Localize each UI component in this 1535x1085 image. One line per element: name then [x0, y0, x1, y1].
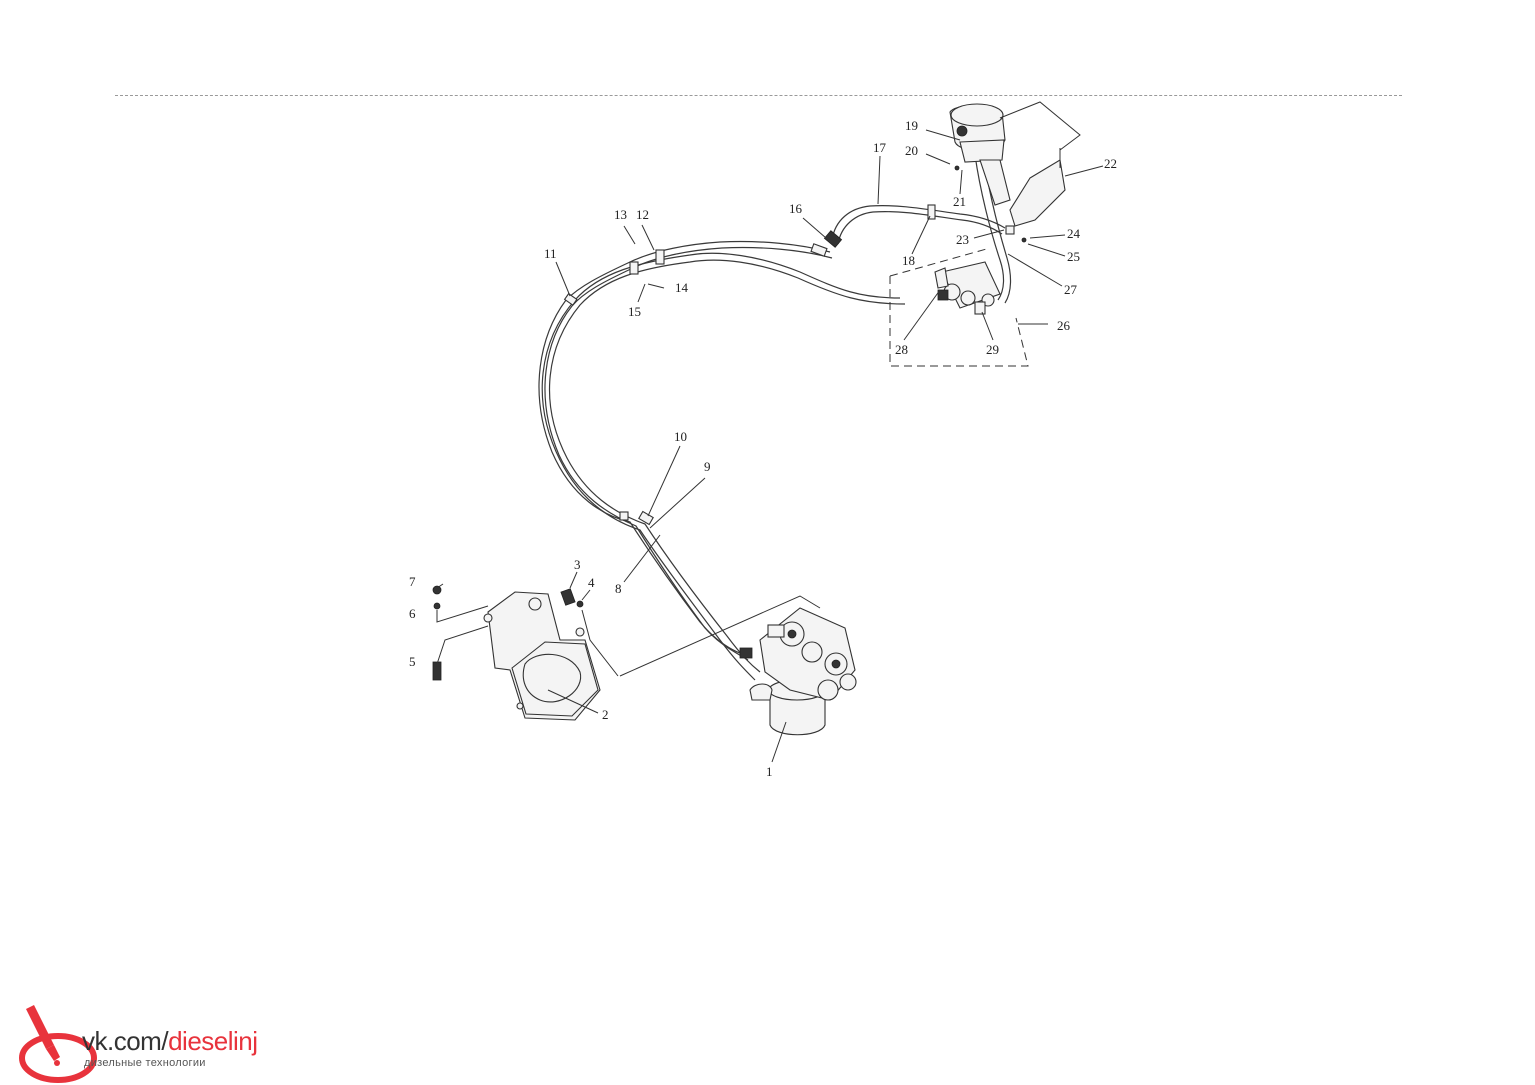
- label-part-7: 7: [409, 574, 416, 589]
- hose-lines: [538, 151, 1012, 681]
- label-part-8: 8: [615, 581, 622, 596]
- label-part-20: 20: [905, 143, 918, 158]
- fitting-16: [810, 230, 843, 257]
- label-part-19: 19: [905, 118, 918, 133]
- dieselinj-logo: [19, 1005, 97, 1083]
- part-labels: 1 2 3 4 5 6 7 8 9 10 11 12 13 14 15 16 1…: [409, 118, 1117, 779]
- valve-assembly: [889, 247, 1029, 367]
- label-part-23: 23: [956, 232, 969, 247]
- label-part-18: 18: [902, 253, 915, 268]
- label-part-15: 15: [628, 304, 641, 319]
- label-part-17: 17: [873, 140, 887, 155]
- label-part-6: 6: [409, 606, 416, 621]
- label-part-22: 22: [1104, 156, 1117, 171]
- label-part-16: 16: [789, 201, 803, 216]
- label-part-2: 2: [602, 707, 609, 722]
- watermark-site-name: dieselinj: [168, 1026, 258, 1056]
- label-part-25: 25: [1067, 249, 1080, 264]
- label-part-11: 11: [544, 246, 557, 261]
- label-part-13: 13: [614, 207, 627, 222]
- label-part-26: 26: [1057, 318, 1071, 333]
- label-part-9: 9: [704, 459, 711, 474]
- steering-gear: [619, 595, 857, 736]
- watermark-site[interactable]: vk.com/dieselinj: [82, 1026, 258, 1057]
- label-part-14: 14: [675, 280, 689, 295]
- label-part-1: 1: [766, 764, 773, 779]
- label-part-12: 12: [636, 207, 649, 222]
- label-part-27: 27: [1064, 282, 1078, 297]
- reservoir-assembly: [949, 101, 1081, 243]
- hose-clamps: [563, 204, 1015, 526]
- label-part-3: 3: [574, 557, 581, 572]
- leader-lines: [436, 129, 1104, 763]
- label-part-21: 21: [953, 194, 966, 209]
- watermark-site-prefix: vk.com/: [82, 1026, 169, 1056]
- label-part-29: 29: [986, 342, 999, 357]
- label-part-10: 10: [674, 429, 687, 444]
- watermark-tagline: дизельные технологии: [84, 1057, 206, 1069]
- label-part-24: 24: [1067, 226, 1081, 241]
- header-dashed-rule: [115, 95, 1402, 96]
- label-part-5: 5: [409, 654, 416, 669]
- mounting-bracket: [432, 585, 619, 721]
- label-part-28: 28: [895, 342, 908, 357]
- label-part-4: 4: [588, 575, 595, 590]
